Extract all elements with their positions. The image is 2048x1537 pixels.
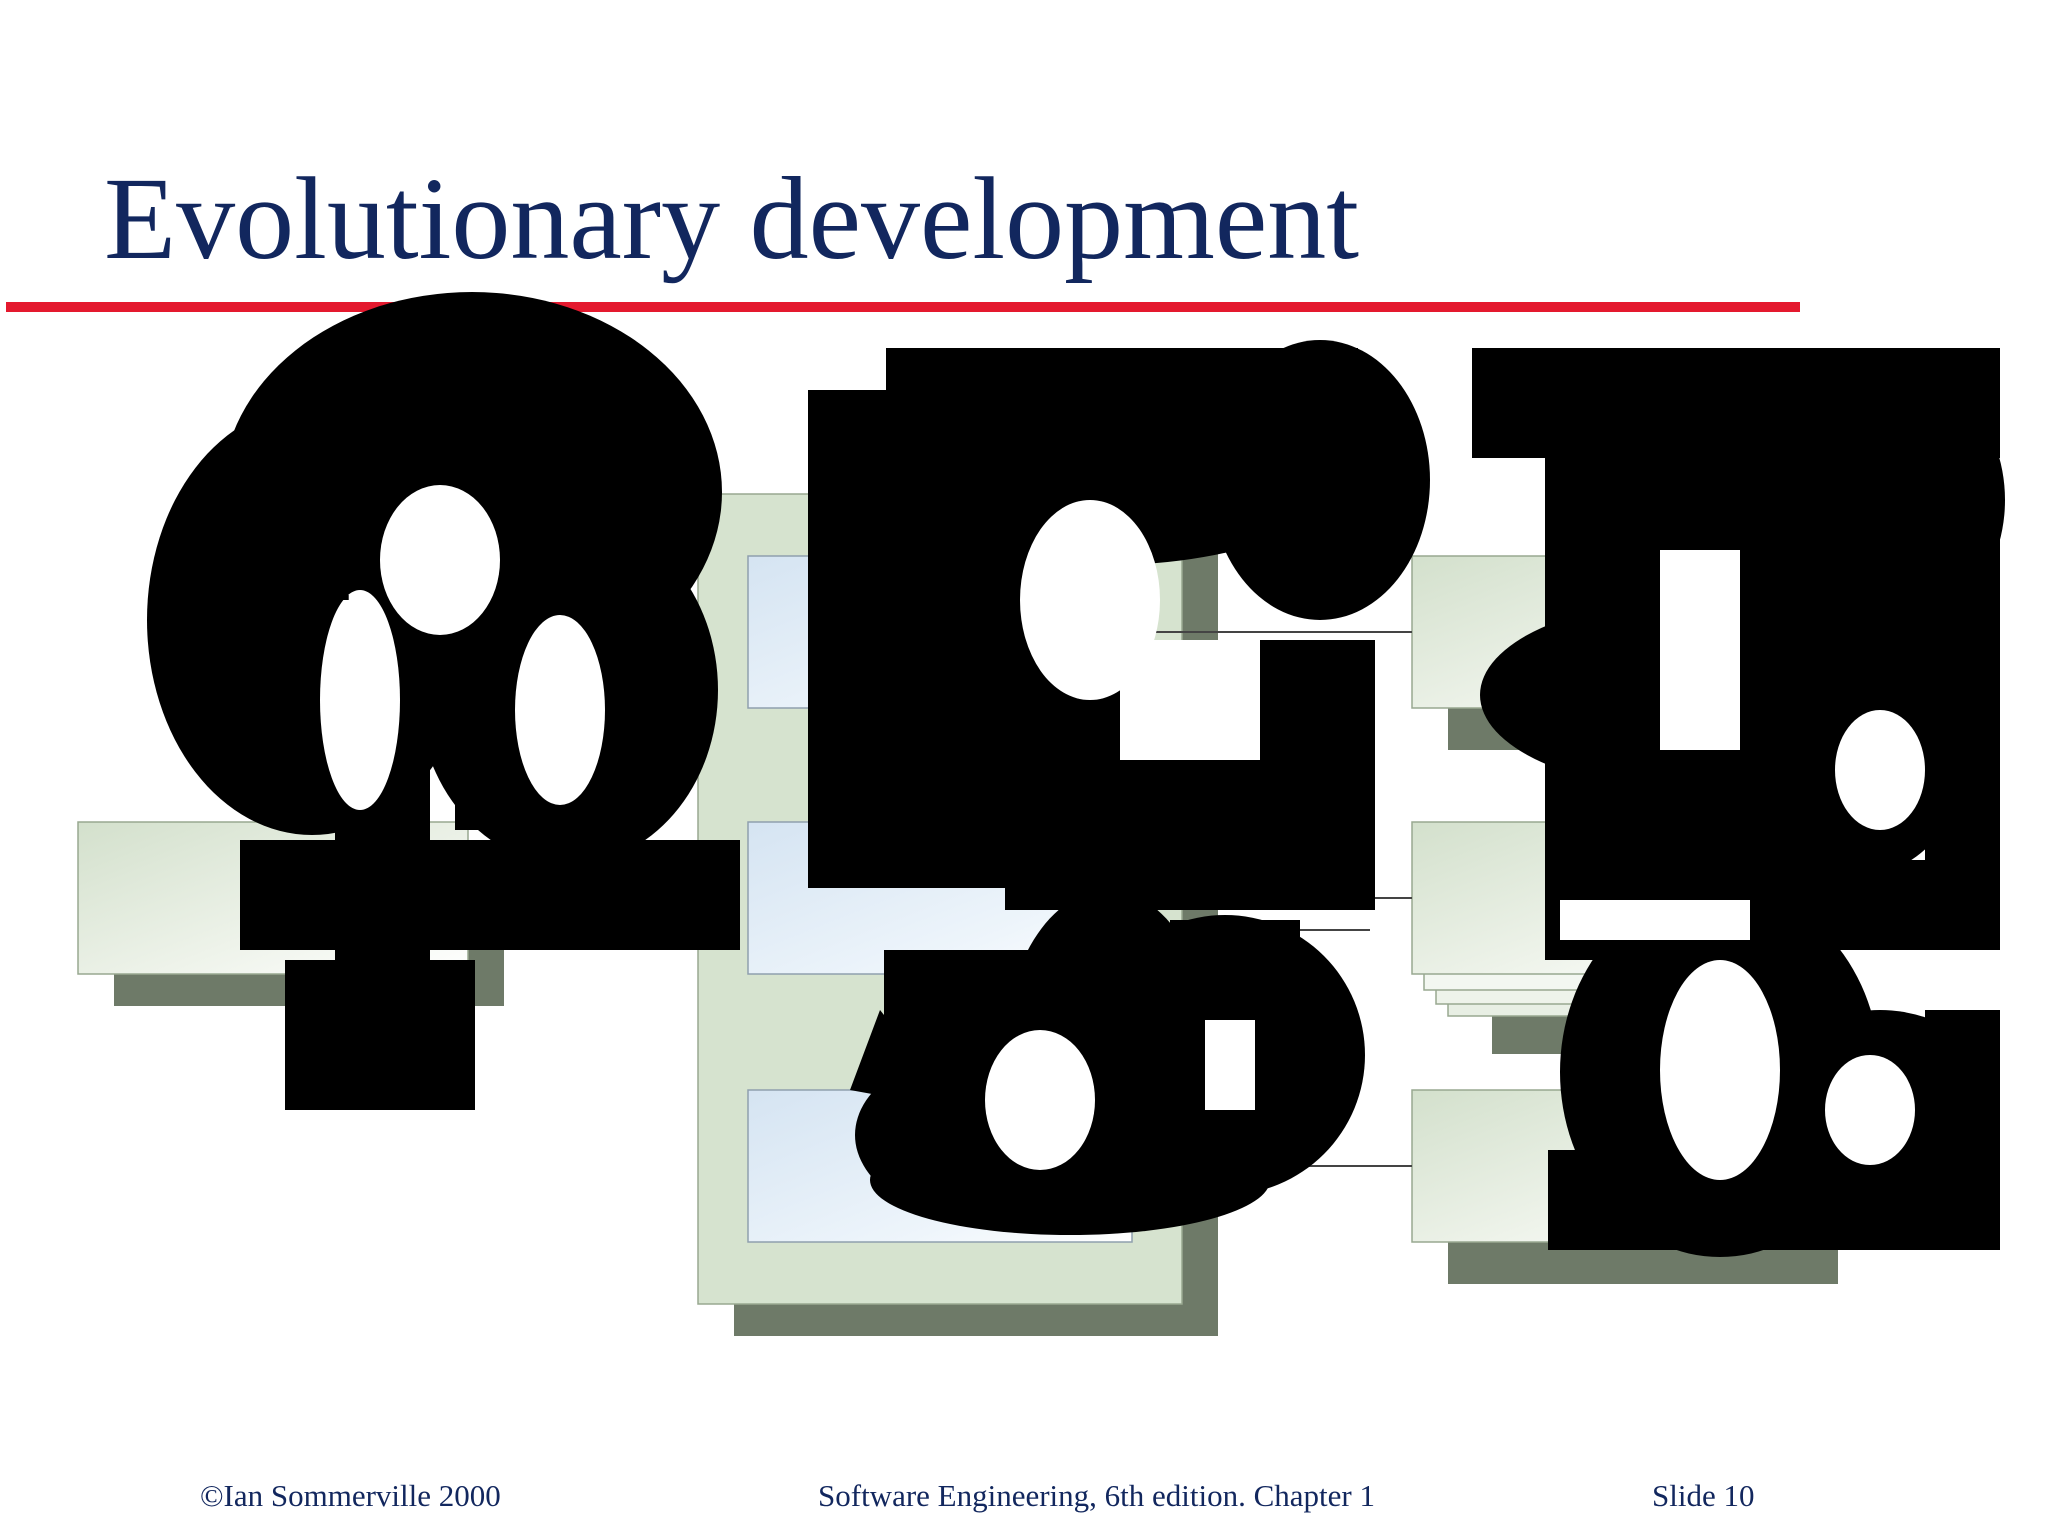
- slide-title: Evolutionary development: [104, 153, 1360, 284]
- garbled-text-overlay: f: [147, 292, 2005, 1257]
- garbled-glyphs-left: f: [147, 292, 740, 1110]
- title-divider: [6, 302, 1800, 312]
- footer-copyright: ©Ian Sommerville 2000: [200, 1478, 501, 1513]
- garbled-glyphs-middle: [808, 340, 1430, 1235]
- footer-book-title: Software Engineering, 6th edition. Chapt…: [818, 1478, 1376, 1513]
- footer-slide-number: Slide 10: [1652, 1478, 1755, 1513]
- garbled-glyphs-right: [1472, 348, 2005, 1257]
- svg-text:f: f: [282, 395, 359, 650]
